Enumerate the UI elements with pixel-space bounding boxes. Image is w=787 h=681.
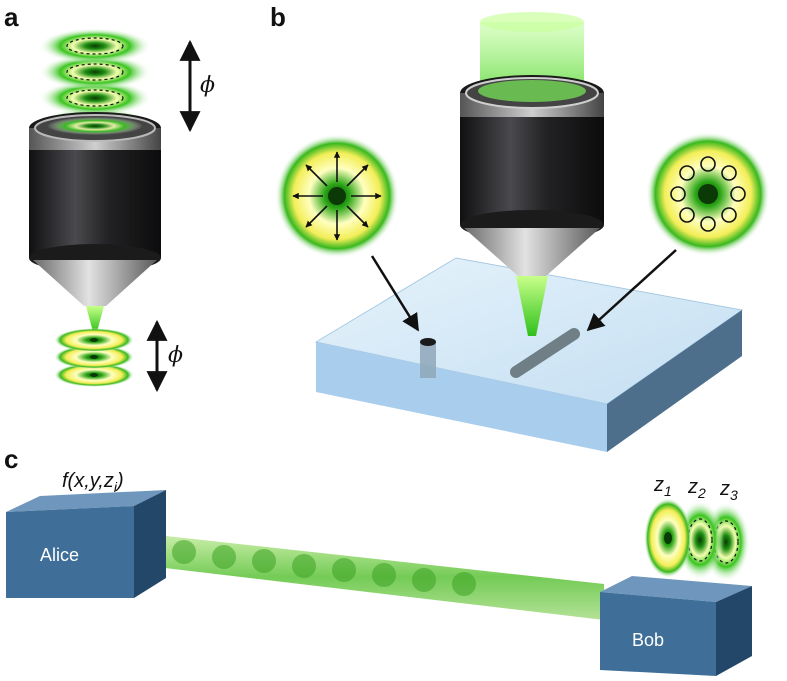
- z-plane-label-2: z2: [687, 476, 706, 501]
- horizontal-waveguide: [510, 328, 580, 378]
- pointer-arrow-azimuthal: [586, 249, 677, 332]
- panel-label-c: c: [4, 444, 18, 474]
- azimuthal-polarization-inset: [646, 132, 770, 256]
- phi-label-top: ϕ: [200, 73, 215, 98]
- bob-box: Bob: [600, 576, 752, 676]
- phi-label-bottom: ϕ: [168, 343, 183, 368]
- function-subscript: i: [114, 479, 118, 495]
- objective-lens-b: [460, 75, 604, 336]
- panel-label-b: b: [270, 2, 286, 32]
- alice-label: Alice: [40, 545, 79, 565]
- z-plane-discs: [644, 498, 750, 582]
- radial-polarization-inset: [275, 134, 399, 258]
- pointer-arrow-radial: [370, 255, 420, 332]
- panel-label-a: a: [4, 2, 19, 32]
- function-main-text: f(x,y,z: [62, 470, 114, 492]
- svg-text:f(x,y,zi): f(x,y,zi): [62, 470, 124, 495]
- function-label: f(x,y,zi): [62, 470, 124, 495]
- vortex-disc-stack-bottom: [54, 328, 134, 387]
- bob-label: Bob: [632, 630, 664, 650]
- vertical-waveguide: [420, 338, 436, 378]
- z-plane-label-1: z1: [653, 474, 672, 499]
- objective-lens-a: [29, 112, 161, 332]
- function-close: ): [115, 470, 124, 492]
- alice-box: Alice: [6, 490, 166, 598]
- free-space-beam: [148, 534, 604, 620]
- z-plane-label-3: z3: [719, 478, 738, 503]
